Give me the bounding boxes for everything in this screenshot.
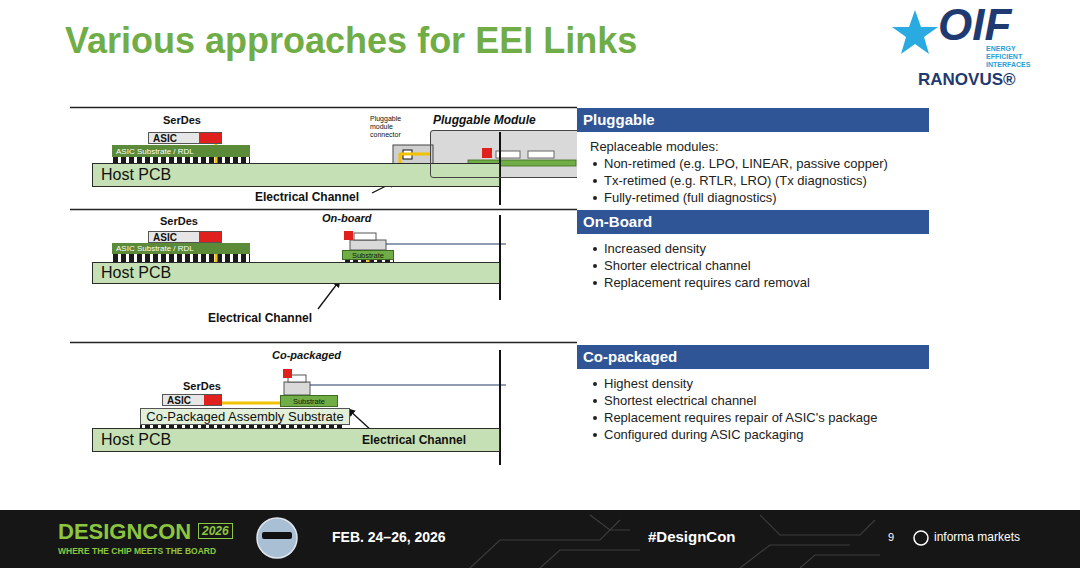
box-label: Substrate — [352, 251, 384, 260]
bullet-dot — [593, 382, 597, 386]
callout-label: Electrical Channel — [362, 433, 466, 447]
bullet-item: Increased density — [577, 240, 929, 257]
module-chip — [528, 151, 554, 158]
panel-heading: On-Board — [577, 210, 929, 234]
module-substrate: Substrate — [280, 395, 338, 407]
faceplate — [499, 215, 501, 300]
bullet-dot — [593, 179, 597, 183]
box-label: ASIC — [153, 133, 177, 144]
part-label: On-board — [322, 212, 372, 224]
event-date: FEB. 24–26, 2026 — [332, 529, 446, 545]
bullet-item: Replacement requires repair of ASIC's pa… — [577, 409, 929, 426]
part-label: SerDes — [160, 215, 198, 227]
bullet-item: Non-retimed (e.g. LPO, LINEAR, passive c… — [577, 155, 929, 172]
module-chip — [350, 240, 386, 250]
callout-label: Electrical Channel — [255, 190, 359, 204]
bullet-dot — [593, 162, 597, 166]
mascot-head — [257, 518, 297, 558]
pluggable-module: Pluggable Module — [430, 130, 580, 178]
hashtag: #DesignCon — [648, 528, 736, 545]
footer-band — [0, 510, 1080, 568]
slide-title: Various approaches for EEI Links — [65, 20, 637, 62]
event-slogan: WHERE THE CHIP MEETS THE BOARD — [58, 546, 216, 556]
company-logo: RANOVUS® — [918, 70, 1016, 90]
optical-fiber — [310, 385, 506, 386]
module-serdes — [482, 148, 492, 158]
row-separator — [70, 107, 577, 108]
event-year: 2026 — [198, 523, 233, 539]
panel-heading: Pluggable — [577, 108, 929, 132]
module-serdes — [283, 369, 292, 378]
bullet-item: Shortest electrical channel — [577, 392, 929, 409]
page-number: 9 — [888, 531, 894, 543]
bullet-dot — [593, 264, 597, 268]
row-separator — [70, 342, 577, 343]
box-label: ASIC — [167, 395, 191, 406]
box-label: ASIC Substrate / RDL — [116, 244, 194, 253]
panel-text: Replaceable modules: — [577, 138, 929, 155]
part-label: Pluggable module connector — [370, 115, 424, 139]
optical-fiber — [386, 244, 506, 245]
asic-substrate: ASIC Substrate / RDL — [112, 243, 250, 254]
asic-substrate: ASIC Substrate / RDL — [112, 145, 250, 157]
bullet-dot — [593, 247, 597, 251]
bullet-dot — [593, 433, 597, 437]
electrical-channel — [222, 402, 280, 405]
bullet-item: Replacement requires card removal — [577, 274, 929, 291]
module-chip — [284, 382, 310, 395]
logo-text: OIF — [938, 0, 1011, 50]
host-pcb: Host PCB — [92, 262, 500, 284]
module-chip — [354, 233, 376, 240]
approach-panel: Co-packagedHighest densityShortest elect… — [577, 345, 929, 445]
logo-tagline: ENERGY EFFICIENT INTERFACES — [986, 45, 1050, 69]
module-serdes — [344, 231, 353, 240]
approach-panel: On-BoardIncreased densityShorter electri… — [577, 210, 929, 305]
box-label: ASIC Substrate / RDL — [116, 147, 194, 156]
sponsor-logo: informa markets — [934, 530, 1020, 544]
callout-label: Electrical Channel — [208, 311, 312, 325]
bullet-dot — [593, 399, 597, 403]
module-substrate: Substrate — [342, 250, 394, 260]
solder-bumps — [112, 254, 250, 262]
box-label: Host PCB — [101, 431, 171, 449]
mascot-glasses — [262, 532, 292, 539]
asic-chip: ASIC — [148, 132, 222, 144]
informa-logo — [914, 531, 928, 545]
bullet-dot — [593, 196, 597, 200]
box-label: Host PCB — [101, 166, 171, 184]
host-pcb: Host PCB — [92, 163, 500, 187]
part-label: SerDes — [183, 380, 221, 392]
logo-star — [892, 10, 938, 54]
bullet-item: Highest density — [577, 375, 929, 392]
co-packaged-substrate: Co-Packaged Assembly Substrate — [140, 408, 350, 425]
module-heading: Pluggable Module — [433, 113, 536, 127]
bullet-item: Configured during ASIC packaging — [577, 426, 929, 443]
asic-chip: ASIC — [162, 394, 222, 406]
event-logo: DESIGNCON — [58, 519, 191, 545]
bullet-item: Shorter electrical channel — [577, 257, 929, 274]
asic-chip: ASIC — [148, 231, 222, 243]
bullet-item: Fully-retimed (full diagnostics) — [577, 189, 929, 206]
leader-arrow — [318, 280, 340, 309]
bullet-item: Tx-retimed (e.g. RTLR, LRO) (Tx diagnost… — [577, 172, 929, 189]
box-label: Co-Packaged Assembly Substrate — [146, 409, 343, 424]
part-label: Co-packaged — [272, 349, 341, 361]
part-label: SerDes — [163, 114, 201, 126]
box-label: Host PCB — [101, 264, 171, 282]
row-separator — [70, 209, 577, 210]
panel-heading: Co-packaged — [577, 345, 929, 369]
circuit-traces — [470, 515, 880, 568]
box-label: ASIC — [153, 232, 177, 243]
approach-panel: PluggableReplaceable modules:Non-retimed… — [577, 108, 929, 208]
bullet-dot — [593, 281, 597, 285]
bullet-dot — [593, 416, 597, 420]
box-label: Substrate — [293, 397, 325, 406]
